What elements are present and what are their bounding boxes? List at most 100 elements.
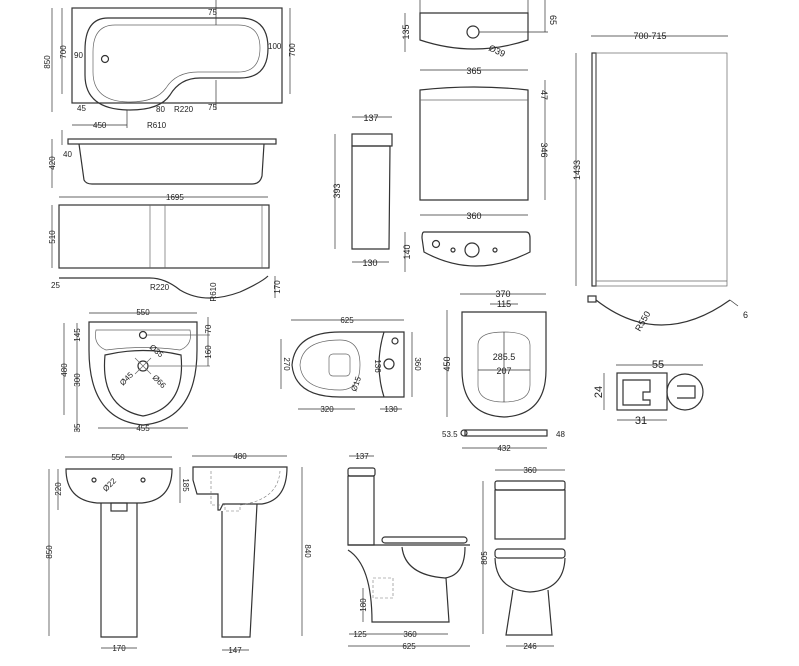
- wc-cistern-edge: [378, 331, 385, 398]
- wc-bowl-outline: [291, 331, 405, 398]
- wc-front-height-label: 805: [480, 551, 489, 565]
- basin-side-outline: [192, 466, 288, 511]
- basin-front-tap-hole-icon: [91, 477, 97, 483]
- basin-outline: [88, 321, 198, 426]
- wc-front-foot-width-label: 246: [523, 642, 537, 651]
- cistern-front-height-label: 346: [539, 142, 549, 157]
- wc-front-seat: [494, 548, 566, 559]
- bath-rim-end-label: 100: [268, 42, 282, 51]
- seat-length-label: 450: [442, 356, 452, 371]
- wc-front-bowl: [494, 557, 566, 593]
- screen-width-label: 700-715: [633, 31, 666, 41]
- bath-panel-depth-label: 170: [273, 280, 282, 294]
- profile-height-label: 24: [593, 386, 605, 398]
- cistern-side-lid: [351, 133, 393, 147]
- cistern-front-view: 365 47 346: [419, 66, 549, 201]
- cistern-flush-hole-icon: [466, 25, 480, 39]
- basin-front-label: 35: [73, 423, 82, 432]
- bath-right-depth-label: 700: [288, 43, 297, 57]
- bath-panel-view: 1695 510 25 R220 R610 170: [48, 193, 282, 302]
- wc-bowl-length-label: 320: [320, 405, 334, 414]
- screen-hinge-profile: [591, 52, 597, 287]
- basin-deck: [95, 329, 191, 351]
- basin-side-pedestal: [221, 503, 258, 638]
- bath-radius-small-label: R220: [174, 105, 194, 114]
- wc-seat-outline: [299, 339, 361, 391]
- basin-front-height-label: 850: [45, 545, 54, 559]
- basin-tap-offset-label: 70: [204, 324, 213, 333]
- bath-rim-side-label: 90: [74, 51, 83, 60]
- wc-front-cistern: [494, 489, 566, 540]
- seat-opening-length-label: 285.5: [493, 352, 516, 362]
- basin-front-view: 550 220 185 Ø22 850 170: [45, 453, 190, 653]
- wc-side-rear-label: 125: [353, 630, 367, 639]
- seat-side-length-label: 432: [497, 444, 511, 453]
- cistern-base-fix-hole-icon: [450, 247, 456, 253]
- wc-cistern-depth-label: 130: [384, 405, 398, 414]
- bath-panel-height-label: 510: [48, 230, 57, 244]
- seat-outline: [461, 311, 547, 418]
- bath-overall-depth-label: 850: [43, 55, 52, 69]
- cistern-base-fix-hole-icon: [492, 247, 498, 253]
- wc-plan-view: 625 360 270 136 Ø15 320 130: [280, 316, 422, 414]
- basin-front-outline: [65, 468, 173, 504]
- seat-plan-view: 370 115 450 285.5 207 53.5 432 48: [442, 289, 565, 453]
- bath-plan-view: 850 700 700 75 75 100 90 45 80 R220 R610…: [43, 0, 297, 130]
- bath-side-view: 420 40: [48, 130, 277, 188]
- wc-outlet-icon: [383, 358, 395, 370]
- bath-waste-icon: [100, 54, 110, 64]
- seat-width-label: 370: [495, 289, 510, 299]
- cistern-top-depth-label: 135: [401, 24, 411, 39]
- cistern-base-view: 360 140: [402, 211, 531, 272]
- basin-side-view: 480 840 147: [192, 452, 312, 655]
- wc-flush-icon: [391, 337, 399, 345]
- cistern-side-view: 137 393 130: [332, 113, 393, 268]
- seat-side-height-label: 53.5: [442, 430, 458, 439]
- wc-side-outlet-distance-label: 360: [403, 630, 417, 639]
- seat-thickness-label: 48: [556, 430, 565, 439]
- bath-curve-width-label: 80: [156, 105, 165, 114]
- bath-panel-curve: [59, 275, 269, 299]
- cistern-outlet-icon: [464, 242, 480, 258]
- screen-plan-hinge: [587, 295, 597, 303]
- wc-seat-width-label: 270: [282, 357, 291, 371]
- basin-side-height-label: 840: [303, 544, 312, 558]
- cistern-base-hole-icon: [431, 239, 441, 249]
- basin-width-label: 550: [136, 308, 150, 317]
- wc-side-outlet-height-label: 180: [359, 598, 368, 612]
- wc-hole-spacing-label: 136: [373, 359, 382, 373]
- seat-hinge-spacing-label: 115: [497, 299, 511, 309]
- wc-side-cistern-lid: [347, 467, 376, 477]
- bath-straight-length-label: 450: [93, 121, 107, 130]
- screen-profile-section: 55 24 31: [593, 359, 704, 427]
- basin-back-depth-label: 145: [73, 328, 82, 342]
- bath-inner-depth-label: 700: [59, 45, 68, 59]
- screen-plan-arc: [595, 299, 731, 326]
- bath-screen-view: 700-715 1433 R550 6: [572, 31, 748, 333]
- cistern-side-body: [351, 145, 391, 250]
- cistern-side-top-label: 137: [363, 113, 378, 123]
- basin-waste-outer-label: Ø66: [151, 373, 168, 390]
- cistern-front-outline: [419, 86, 529, 201]
- profile-inner-label: 31: [635, 415, 647, 427]
- cistern-side-bottom-label: 130: [362, 258, 377, 268]
- wc-front-width-label: 360: [523, 466, 537, 475]
- bath-side-rim-label: 40: [63, 150, 72, 159]
- basin-tap-hole-label: Ø35: [148, 343, 166, 360]
- basin-front-width-label: 550: [111, 453, 125, 462]
- basin-waste-inner-label: Ø45: [118, 370, 135, 387]
- wc-side-view: 137 180 125 360 625: [347, 452, 470, 651]
- wc-front-foot: [505, 589, 553, 636]
- wc-side-cistern: [347, 475, 375, 546]
- cistern-base-width-label: 360: [466, 211, 481, 221]
- wc-front-cistern-lid: [494, 480, 566, 491]
- wc-side-length-label: 625: [402, 642, 416, 651]
- bath-outline: [71, 7, 283, 104]
- basin-front-inner-height-label: 185: [181, 478, 190, 492]
- cistern-front-width-label: 365: [466, 66, 481, 76]
- bath-basin-outline: [84, 17, 269, 111]
- cistern-base-depth-label: 140: [402, 244, 412, 259]
- cistern-hole-offset-label: 65: [548, 15, 558, 25]
- basin-front-waste: [110, 502, 128, 512]
